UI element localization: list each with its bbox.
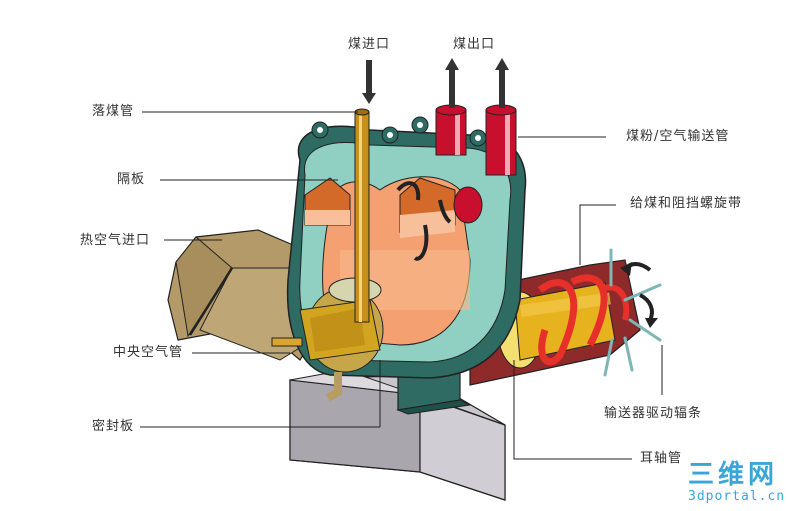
label-coal-inlet: 煤进口 bbox=[348, 37, 391, 52]
pedestal bbox=[289, 354, 506, 501]
label-trunnion-pipe: 耳轴管 bbox=[640, 451, 683, 466]
label-feed-and-retaining-spiral: 给煤和阻挡螺旋带 bbox=[630, 196, 743, 211]
flow-arrows bbox=[362, 58, 509, 108]
coal-air-transport-pipes bbox=[435, 104, 517, 176]
leader-lines bbox=[140, 111, 663, 460]
label-coal-outlet: 煤出口 bbox=[453, 37, 496, 52]
watermark-logo: 三维网 3dportal.cn bbox=[688, 460, 786, 510]
watermark-url: 3dportal.cn bbox=[688, 489, 786, 504]
label-baffle: 隔板 bbox=[117, 172, 146, 187]
watermark-title: 三维网 bbox=[688, 460, 779, 490]
label-coal-air-transport-pipe: 煤粉/空气输送管 bbox=[626, 129, 730, 144]
coal-drop-pipe bbox=[354, 108, 370, 323]
label-central-air-pipe: 中央空气管 bbox=[113, 345, 184, 360]
trunnion-pipe bbox=[469, 248, 662, 386]
label-hot-air-inlet: 热空气进口 bbox=[80, 233, 151, 248]
label-coal-drop-pipe: 落煤管 bbox=[92, 104, 135, 119]
label-conveyor-drive-spokes: 输送器驱动辐条 bbox=[604, 406, 703, 421]
label-seal-plate: 密封板 bbox=[92, 419, 135, 434]
